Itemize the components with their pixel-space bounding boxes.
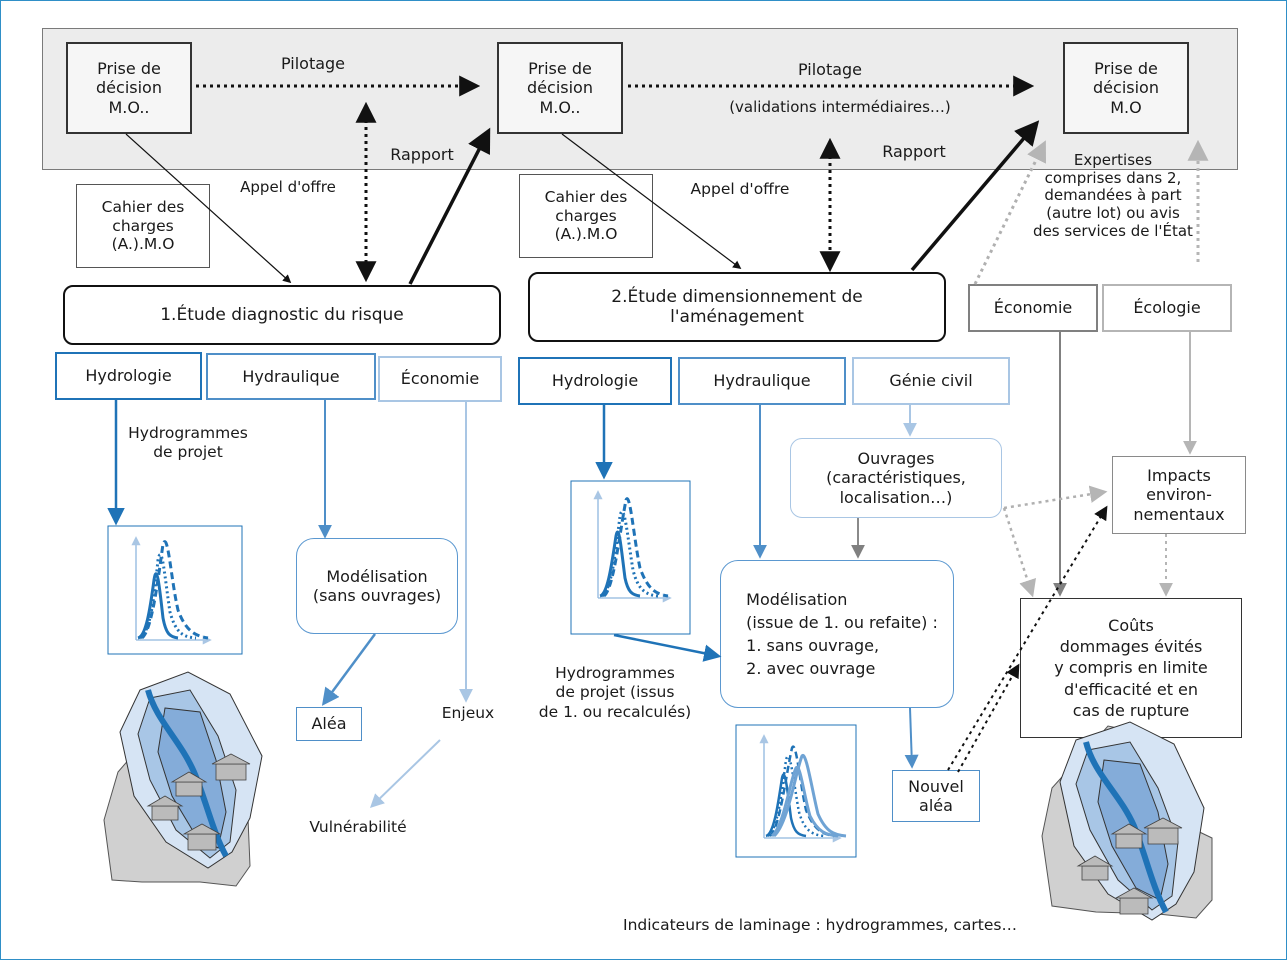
pilotage-sub-label: (validations intermédiaires…) bbox=[729, 98, 951, 116]
impacts-box: Impacts environ- nementaux bbox=[1112, 456, 1246, 534]
ouvrages-box: Ouvrages (caractéristiques, localisation… bbox=[790, 438, 1002, 518]
study-1-box: 1.Étude diagnostic du risque bbox=[63, 285, 501, 345]
rapport-arrow-2 bbox=[910, 120, 1040, 272]
rapport-label-1: Rapport bbox=[390, 145, 454, 164]
pilotage-label-2: Pilotage bbox=[797, 60, 863, 79]
enjeux-label: Enjeux bbox=[441, 704, 495, 722]
house-icon bbox=[146, 753, 251, 851]
vulnerabilite-label: Vulnérabilité bbox=[309, 818, 407, 836]
hydrogrammes-label-2: Hydrogrammes de projet (issus de 1. ou r… bbox=[538, 664, 692, 721]
footer-caption: Indicateurs de laminage : hydrogrammes, … bbox=[623, 916, 1017, 934]
genie-civil-box: Génie civil bbox=[852, 357, 1010, 405]
catchment-map-2 bbox=[1041, 721, 1213, 921]
nouvel-alea-box: Nouvel aléa bbox=[892, 770, 980, 822]
decision-box-1: Prise de décision M.O.. bbox=[66, 42, 192, 134]
appel-offre-label-2: Appel d'offre bbox=[690, 180, 790, 198]
hydrologie-box-2: Hydrologie bbox=[518, 357, 672, 405]
study-2-box: 2.Étude dimensionnement de l'aménagement bbox=[528, 272, 946, 342]
hydrograph-2 bbox=[570, 480, 691, 635]
cahier-des-charges-1: Cahier des charges (A.).M.O bbox=[76, 184, 210, 268]
economie-box-1: Économie bbox=[378, 356, 502, 402]
appel-offre-label-1: Appel d'offre bbox=[240, 178, 336, 196]
hydrograph-3 bbox=[735, 724, 857, 858]
decision-box-3: Prise de décision M.O bbox=[1063, 42, 1189, 134]
rapport-arrow-1 bbox=[408, 127, 491, 285]
ecologie-box: Écologie bbox=[1102, 284, 1232, 332]
house-icon bbox=[1076, 817, 1183, 915]
hydraulique-box-2: Hydraulique bbox=[678, 357, 846, 405]
hydrogrammes-label-1: Hydrogrammes de projet bbox=[128, 424, 248, 461]
hydrograph-1 bbox=[107, 525, 243, 655]
cahier-des-charges-2: Cahier des charges (A.).M.O bbox=[519, 174, 653, 258]
economie-box-2: Économie bbox=[968, 284, 1098, 332]
hydraulique-box-1: Hydraulique bbox=[206, 353, 376, 400]
expertises-label: Expertises comprises dans 2, demandées à… bbox=[1033, 151, 1193, 240]
hydrologie-box-1: Hydrologie bbox=[55, 352, 202, 400]
modelisation-box-1: Modélisation (sans ouvrages) bbox=[296, 538, 458, 634]
pilotage-label-1: Pilotage bbox=[280, 54, 346, 73]
decision-box-2: Prise de décision M.O.. bbox=[497, 42, 623, 134]
modelisation-box-2: Modélisation (issue de 1. ou refaite) : … bbox=[720, 560, 954, 708]
alea-box: Aléa bbox=[296, 707, 362, 741]
rapport-label-2: Rapport bbox=[882, 142, 946, 161]
couts-box: Coûts dommages évités y compris en limit… bbox=[1020, 598, 1242, 738]
